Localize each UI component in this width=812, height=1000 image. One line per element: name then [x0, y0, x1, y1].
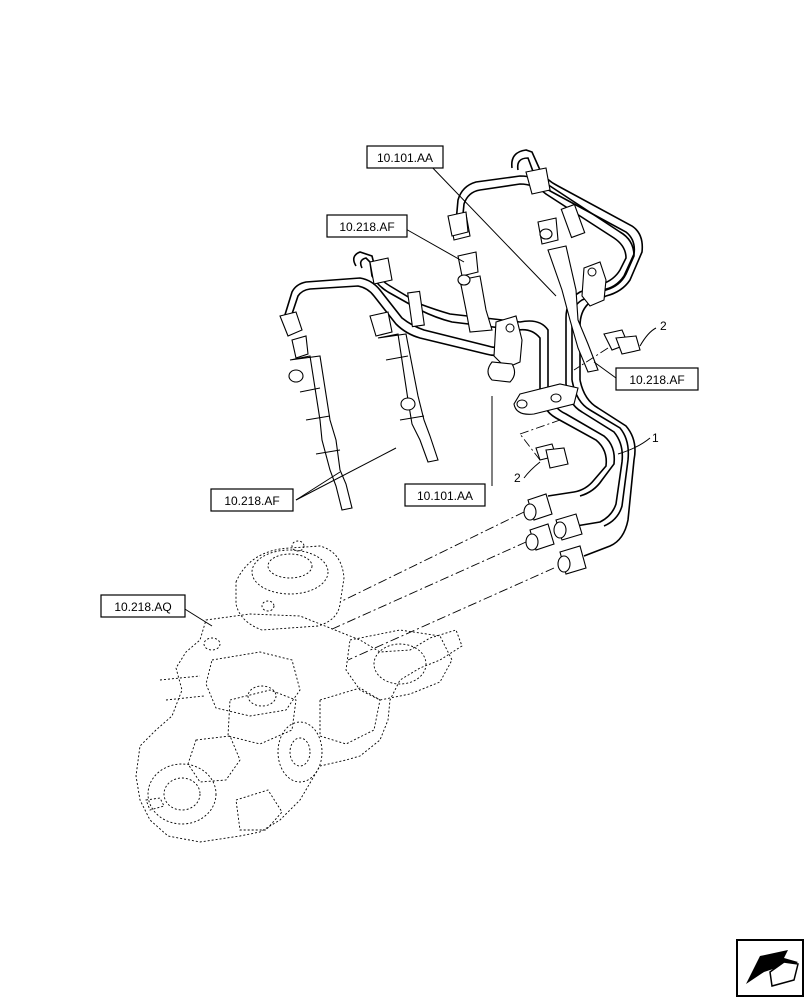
reference-callout-bracket-aa[interactable]: 10.101.AA: [404, 483, 486, 507]
reference-callout-injector-bottom[interactable]: 10.218.AF: [210, 488, 294, 512]
leader-lines: [179, 162, 657, 627]
svg-text:10.101.AA: 10.101.AA: [417, 489, 473, 503]
injector-front-left[interactable]: [279, 311, 353, 511]
reference-callout-top-aa[interactable]: 10.101.AA: [366, 145, 444, 169]
reference-callout-injector-right[interactable]: 10.218.AF: [615, 367, 699, 391]
item-number-2-upper: 2: [660, 319, 667, 333]
bolt-lower[interactable]: [535, 443, 569, 469]
line-end-nuts[interactable]: [523, 493, 587, 575]
svg-text:10.218.AQ: 10.218.AQ: [114, 600, 171, 614]
injector-rear-right[interactable]: [525, 167, 599, 373]
svg-text:10.101.AA: 10.101.AA: [377, 151, 433, 165]
item-number-2-lower: 2: [514, 471, 521, 485]
reference-callout-pump-aq[interactable]: 10.218.AQ: [100, 594, 186, 618]
injection-pump-phantom: [135, 540, 463, 843]
svg-text:10.218.AF: 10.218.AF: [339, 220, 394, 234]
bolt-upper[interactable]: [603, 329, 641, 355]
page-forward-arrow-icon[interactable]: [736, 939, 804, 997]
svg-text:10.218.AF: 10.218.AF: [629, 373, 684, 387]
item-number-1: 1: [652, 431, 659, 445]
tube-clamps[interactable]: [407, 203, 607, 415]
injector-front-right[interactable]: [369, 311, 439, 463]
injector-top-fittings: [369, 211, 469, 285]
assembly-centerlines: [329, 347, 609, 661]
reference-callout-injector-top[interactable]: 10.218.AF: [326, 214, 408, 238]
svg-text:10.218.AF: 10.218.AF: [224, 494, 279, 508]
